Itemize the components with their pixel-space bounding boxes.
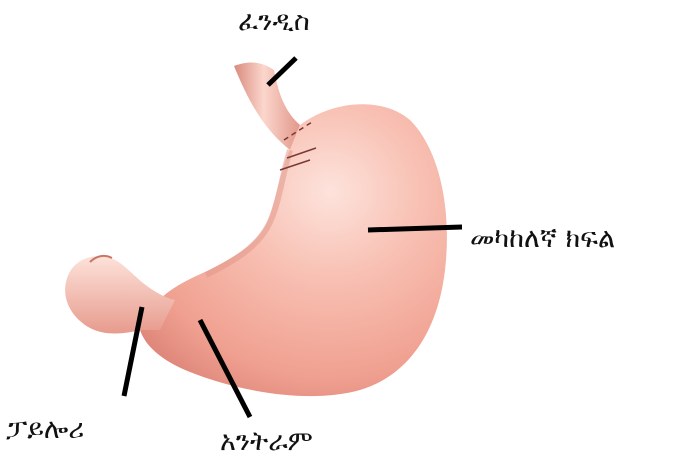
label-antrum: አንትራም bbox=[220, 428, 313, 455]
stomach-body bbox=[140, 104, 447, 396]
label-pylorus: ፓይሎሪ bbox=[6, 416, 84, 443]
esophagus bbox=[234, 63, 300, 150]
pylorus-shape bbox=[65, 256, 175, 334]
label-body: መካከለኛ ክፍል bbox=[470, 225, 615, 252]
leader-line-body bbox=[368, 227, 462, 230]
label-fundus: ፈንዲስ bbox=[238, 8, 310, 35]
